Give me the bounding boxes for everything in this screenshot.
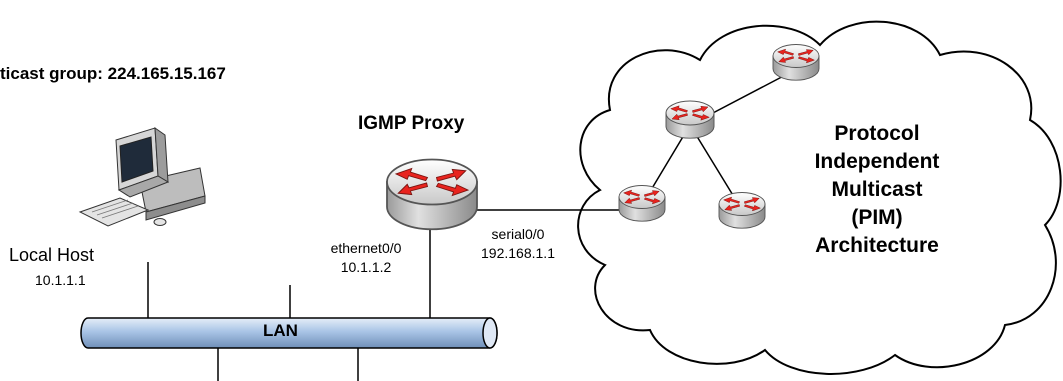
ethernet-iface-label: ethernet0/0 <box>330 240 402 256</box>
lan-pipe <box>80 317 498 349</box>
pim-router-top-icon <box>772 44 820 81</box>
local-host-ip: 10.1.1.1 <box>35 272 86 288</box>
pim-router-right-icon <box>718 192 766 229</box>
pim-router-middle-icon <box>665 100 715 139</box>
lan-label: LAN <box>263 321 298 340</box>
serial-iface-label: serial0/0 <box>491 226 545 242</box>
igmp-proxy-router-icon <box>386 158 478 231</box>
pim-line-protocol: Protocol <box>834 122 920 145</box>
pim-line-pim: (PIM) <box>851 206 903 229</box>
pim-router-left-icon <box>618 185 666 222</box>
pim-line-independent: Independent <box>814 150 940 173</box>
igmp-proxy-title: IGMP Proxy <box>358 113 465 134</box>
ethernet-ip-label: 10.1.1.2 <box>340 259 392 275</box>
multicast-group-label: ticast group: 224.165.15.167 <box>0 64 226 83</box>
local-host-name: Local Host <box>9 245 95 265</box>
serial-ip-label: 192.168.1.1 <box>481 245 555 261</box>
pim-line-architecture: Architecture <box>815 234 939 257</box>
pim-line-multicast: Multicast <box>831 178 923 201</box>
desktop-computer-icon <box>78 126 206 227</box>
pim-architecture-label: Protocol Independent Multicast (PIM) Arc… <box>792 120 962 260</box>
